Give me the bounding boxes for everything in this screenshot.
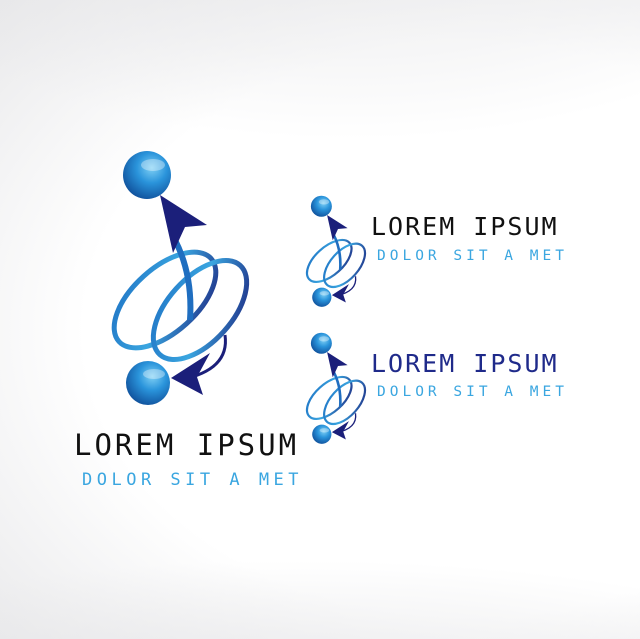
logo-mark-small-2: [303, 330, 373, 444]
logo-mark-large: [105, 145, 265, 405]
logo-subtitle-large: DOLOR SIT A MET: [82, 470, 304, 490]
logo-mark-small-1: [303, 193, 373, 307]
logo-subtitle-small-1: DOLOR SIT A MET: [377, 248, 568, 264]
logo-title-small-2: LOREM IPSUM: [371, 349, 559, 378]
logo-subtitle-small-2: DOLOR SIT A MET: [377, 384, 568, 400]
logo-title-small-1: LOREM IPSUM: [371, 212, 559, 241]
logo-title-large: LOREM IPSUM: [74, 428, 300, 462]
